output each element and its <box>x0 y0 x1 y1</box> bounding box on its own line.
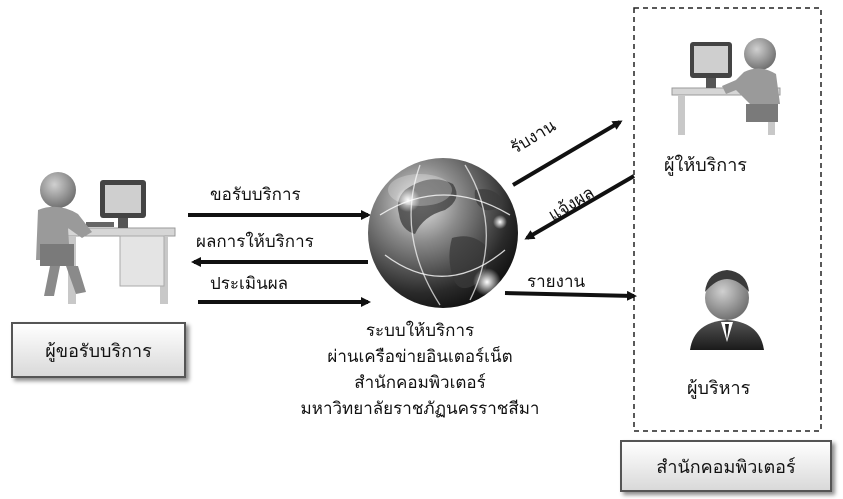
label-report: รายงาน <box>527 272 586 292</box>
executive-icon <box>690 270 764 350</box>
requester-label: ผู้ขอรับบริการ <box>45 340 152 362</box>
globe-icon <box>368 158 518 308</box>
arrow-receive <box>511 120 623 187</box>
label-request: ขอรับบริการ <box>210 185 301 205</box>
office-boundary <box>633 7 822 432</box>
requester-label-box: ผู้ขอรับบริการ <box>11 322 186 378</box>
system-line-2: ผ่านเครือข่ายอินเตอร์เน็ต <box>327 347 513 367</box>
provider-computer-icon <box>671 38 781 135</box>
requester-computer-icon <box>36 172 176 304</box>
label-evaluate: ประเมินผล <box>210 274 289 294</box>
system-line-1: ระบบให้บริการ <box>365 321 475 341</box>
office-label-box: สำนักคอมพิวเตอร์ <box>620 440 832 492</box>
arrow-report <box>504 290 637 301</box>
label-result: ผลการให้บริการ <box>196 232 314 252</box>
executive-label: ผู้บริหาร <box>687 378 751 399</box>
system-line-3: สำนักคอมพิวเตอร์ <box>354 373 486 393</box>
provider-label: ผู้ให้บริการ <box>664 155 747 176</box>
system-description: ระบบให้บริการ ผ่านเครือข่ายอินเตอร์เน็ต … <box>250 318 590 422</box>
system-line-4: มหาวิทยาลัยราชภัฏนครราชสีมา <box>300 399 540 419</box>
arrow-notify <box>524 174 636 240</box>
office-label: สำนักคอมพิวเตอร์ <box>656 456 796 478</box>
